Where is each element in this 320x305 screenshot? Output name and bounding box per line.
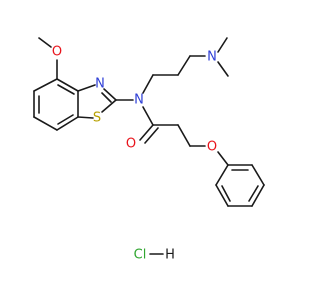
chlorine-label: Cl (134, 248, 147, 263)
thiazole-sulfur-label: S (93, 111, 101, 126)
structure-canvas: O N S N O N O Cl H (33, 37, 265, 263)
bond-network (33, 37, 265, 255)
amide-nitrogen-label: N (134, 93, 144, 108)
amide-oxygen-label: O (126, 137, 136, 152)
thiazole-nitrogen-label: N (95, 77, 105, 92)
methoxy-oxygen-label: O (52, 45, 62, 60)
hydrogen-label: H (165, 248, 175, 263)
ether-oxygen-label: O (207, 140, 217, 155)
molecule-structure: O N S N O N O Cl H (33, 37, 265, 263)
dimethylamino-nitrogen-label: N (207, 50, 217, 65)
